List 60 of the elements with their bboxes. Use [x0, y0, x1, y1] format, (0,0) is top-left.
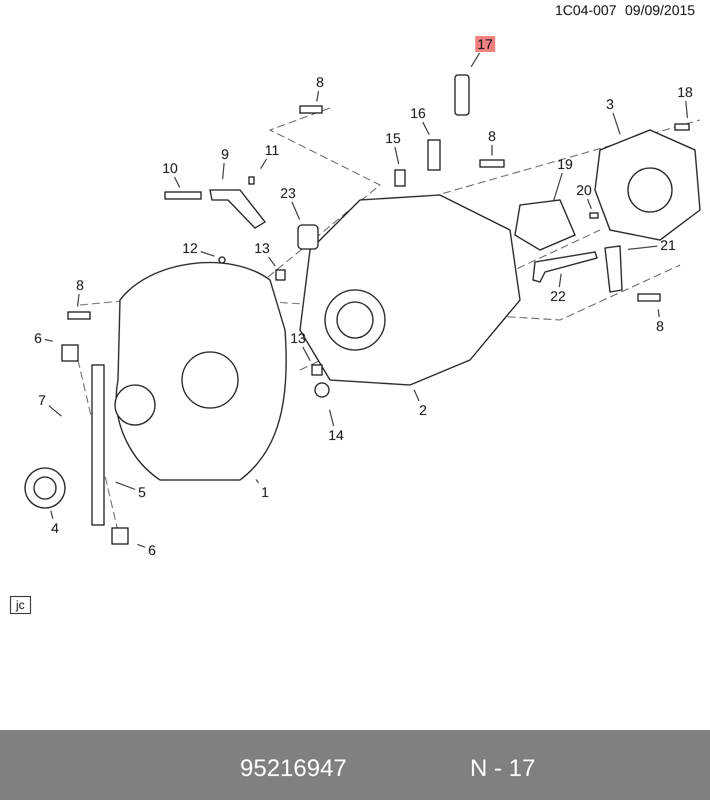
leader-line — [470, 52, 480, 68]
callout-number: 8 — [486, 128, 498, 144]
callout-number: 23 — [278, 185, 298, 201]
callout-number: 13 — [252, 240, 272, 256]
callout-number: 8 — [654, 318, 666, 334]
callout-number: 7 — [36, 392, 48, 408]
leader-line — [302, 346, 311, 362]
callout-number: 22 — [548, 288, 568, 304]
callout-number: 17 — [475, 36, 495, 52]
part-number: 95216947 — [240, 755, 347, 783]
leader-line — [316, 90, 319, 102]
leader-line — [50, 510, 54, 520]
callout-number: 2 — [417, 402, 429, 418]
leader-line — [77, 294, 80, 308]
callout-number: 6 — [32, 330, 44, 346]
callout-number: 20 — [574, 182, 594, 198]
drawing-number: 1C04-007 — [555, 2, 616, 18]
leader-line — [558, 273, 562, 288]
leader-line — [658, 308, 660, 318]
callout-number: 16 — [408, 105, 428, 121]
leader-line — [414, 389, 420, 402]
callout-number: 1 — [259, 484, 271, 500]
leader-line — [200, 251, 215, 257]
callout-number: 3 — [604, 96, 616, 112]
callout-number: 12 — [180, 240, 200, 256]
callout-number: 9 — [219, 146, 231, 162]
date-text: 09/09/2015 — [625, 2, 696, 18]
leader-line — [612, 112, 621, 135]
leader-line — [136, 544, 146, 548]
leader-line — [115, 482, 136, 490]
leader-line — [268, 256, 276, 267]
callout-number: 21 — [658, 237, 678, 253]
callout-number: 10 — [160, 160, 180, 176]
leader-line — [587, 198, 592, 210]
leader-line — [553, 172, 563, 201]
leader-line — [394, 146, 400, 165]
callout-number: 4 — [49, 520, 61, 536]
leader-line — [260, 158, 268, 170]
leader-line — [44, 339, 54, 342]
leader-line — [329, 409, 334, 426]
leader-line — [174, 176, 180, 188]
leader-line — [422, 122, 430, 136]
callout-number: 8 — [314, 74, 326, 90]
page-reference: N - 17 — [470, 755, 536, 783]
callout-number: 15 — [383, 130, 403, 146]
callout-number: 5 — [136, 484, 148, 500]
callout-number: 8 — [74, 277, 86, 293]
callout-number: 14 — [326, 427, 346, 443]
leader-line — [627, 246, 658, 250]
leader-line — [48, 405, 62, 417]
leader-line — [256, 479, 260, 484]
leader-line — [291, 202, 300, 220]
drawing-code: jc — [10, 596, 31, 614]
callout-number: 6 — [146, 542, 158, 558]
leader-line — [222, 162, 225, 180]
callout-number: 18 — [675, 84, 695, 100]
leader-line — [685, 100, 688, 119]
callout-number: 19 — [555, 156, 575, 172]
callout-number: 13 — [288, 330, 308, 346]
callout-number: 11 — [262, 142, 282, 158]
